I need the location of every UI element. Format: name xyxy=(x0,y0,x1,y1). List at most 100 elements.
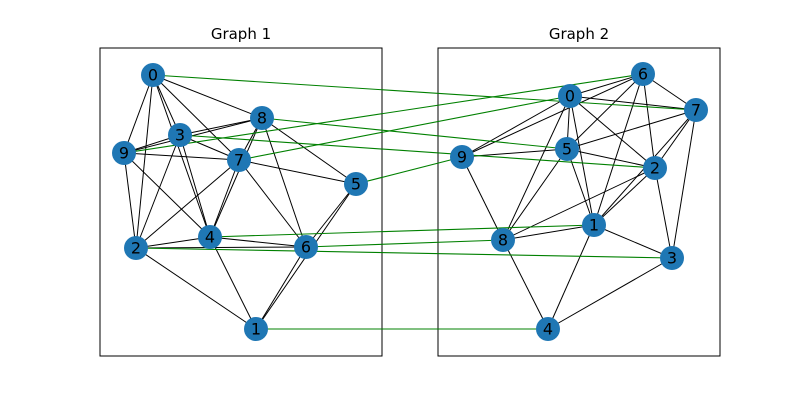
graph-2-node-0: 0 xyxy=(558,84,582,108)
node-label: 6 xyxy=(301,238,311,257)
node-label: 0 xyxy=(565,87,575,106)
node-circle xyxy=(582,213,606,237)
node-circle xyxy=(643,156,667,180)
graph-1-edge-3-2 xyxy=(135,134,181,249)
graph-2-edge-0-2 xyxy=(569,95,656,169)
graph-2-edge-2-8 xyxy=(502,167,656,241)
node-label: 1 xyxy=(589,216,599,235)
graph-1-edge-9-2 xyxy=(123,152,137,249)
graph-2-edge-7-3 xyxy=(671,109,697,259)
edges-layer xyxy=(123,73,697,330)
graph-2-node-2: 2 xyxy=(643,156,667,180)
graph-1-edge-3-8 xyxy=(179,117,263,136)
graph-1-node-9: 9 xyxy=(112,141,136,165)
graph-2-edge-2-3 xyxy=(654,167,673,259)
graph-panel-1: Graph 1 xyxy=(99,25,383,357)
node-circle xyxy=(141,63,165,87)
node-circle xyxy=(250,106,274,130)
node-circle xyxy=(344,172,368,196)
node-circle xyxy=(112,141,136,165)
node-circle xyxy=(491,228,515,252)
graph-2-edge-0-8 xyxy=(502,95,571,241)
graph-2-edge-6-0 xyxy=(569,73,644,97)
graph-2-edge-2-1 xyxy=(593,167,656,226)
matching-edges-layer xyxy=(123,73,697,330)
graph-2-node-8: 8 xyxy=(491,228,515,252)
node-label: 5 xyxy=(562,140,572,159)
graph-2-node-9: 9 xyxy=(450,145,474,169)
node-label: 2 xyxy=(131,239,141,258)
graph-2-edge-6-5 xyxy=(566,73,644,150)
graph-2-edge-6-2 xyxy=(642,73,656,169)
node-label: 7 xyxy=(234,151,244,170)
node-label: 3 xyxy=(667,249,677,268)
node-circle xyxy=(555,137,579,161)
graph-1-edge-8-4 xyxy=(209,117,263,238)
graph-2-node-5: 5 xyxy=(555,137,579,161)
graph-1-node-1: 1 xyxy=(244,317,268,341)
graph-2-edge-9-8 xyxy=(461,156,504,241)
node-circle xyxy=(450,145,474,169)
node-circle xyxy=(244,317,268,341)
graph-2-frame xyxy=(437,47,721,357)
node-circle xyxy=(631,62,655,86)
node-label: 3 xyxy=(175,126,185,145)
graph-1-edge-7-2 xyxy=(135,159,240,249)
graph-1-node-7: 7 xyxy=(227,148,251,172)
graph-1-frame xyxy=(99,47,383,357)
graph-2-node-4: 4 xyxy=(536,317,560,341)
matching-edge-2-3 xyxy=(135,247,673,259)
graph-1-edge-7-6 xyxy=(238,159,307,248)
matching-edge-3-2 xyxy=(179,134,656,169)
graph-1-title: Graph 1 xyxy=(211,25,271,43)
graph-1-edge-0-2 xyxy=(135,74,154,249)
graph-1-edge-5-6 xyxy=(305,183,357,248)
graph-2-edge-5-2 xyxy=(566,148,656,169)
graph-1-edge-8-5 xyxy=(261,117,357,185)
graph-2-node-1: 1 xyxy=(582,213,606,237)
matching-edge-7-0 xyxy=(238,95,571,161)
node-circle xyxy=(168,123,192,147)
graph-1-edge-2-6 xyxy=(135,246,307,249)
graph-1-node-4: 4 xyxy=(198,225,222,249)
matching-edge-0-7 xyxy=(152,74,697,111)
graph-panel-2: Graph 2 xyxy=(437,25,721,357)
graph-1-edge-7-5 xyxy=(238,159,357,185)
graph-1-edge-2-1 xyxy=(135,247,257,330)
node-circle xyxy=(294,235,318,259)
node-circle xyxy=(227,148,251,172)
graph-2-edge-0-1 xyxy=(569,95,595,226)
graph-1-node-2: 2 xyxy=(124,236,148,260)
node-label: 8 xyxy=(257,109,267,128)
graph-2-edge-1-3 xyxy=(593,224,673,259)
graph-1-edge-9-7 xyxy=(123,152,240,161)
graph-1-node-0: 0 xyxy=(141,63,165,87)
graph-2-edge-5-8 xyxy=(502,148,568,241)
graph-2-edge-8-4 xyxy=(502,239,549,330)
graph-1-edge-9-4 xyxy=(123,152,211,238)
node-label: 1 xyxy=(251,320,261,339)
node-label: 7 xyxy=(691,101,701,120)
node-label: 0 xyxy=(148,66,158,85)
graph-2-edge-6-1 xyxy=(593,73,644,226)
graph-1-node-3: 3 xyxy=(168,123,192,147)
graph-2-node-3: 3 xyxy=(660,246,684,270)
graph-1-node-5: 5 xyxy=(344,172,368,196)
node-circle xyxy=(536,317,560,341)
node-circle xyxy=(558,84,582,108)
graph-2-edge-0-9 xyxy=(461,95,571,158)
graph-1-edge-3-4 xyxy=(179,134,211,238)
graph-1-edge-7-4 xyxy=(209,159,240,238)
matching-edge-5-9 xyxy=(355,156,463,185)
matching-edge-9-6 xyxy=(123,73,644,154)
graph-1-node-8: 8 xyxy=(250,106,274,130)
graph-1-edge-0-7 xyxy=(152,74,240,161)
graph-2-edge-6-9 xyxy=(461,73,644,158)
matching-edge-8-5 xyxy=(261,117,568,150)
node-label: 2 xyxy=(650,159,660,178)
node-label: 4 xyxy=(205,228,215,247)
node-circle xyxy=(660,246,684,270)
graph-1-edge-8-6 xyxy=(261,117,307,248)
graph-1-edge-4-6 xyxy=(209,236,307,248)
